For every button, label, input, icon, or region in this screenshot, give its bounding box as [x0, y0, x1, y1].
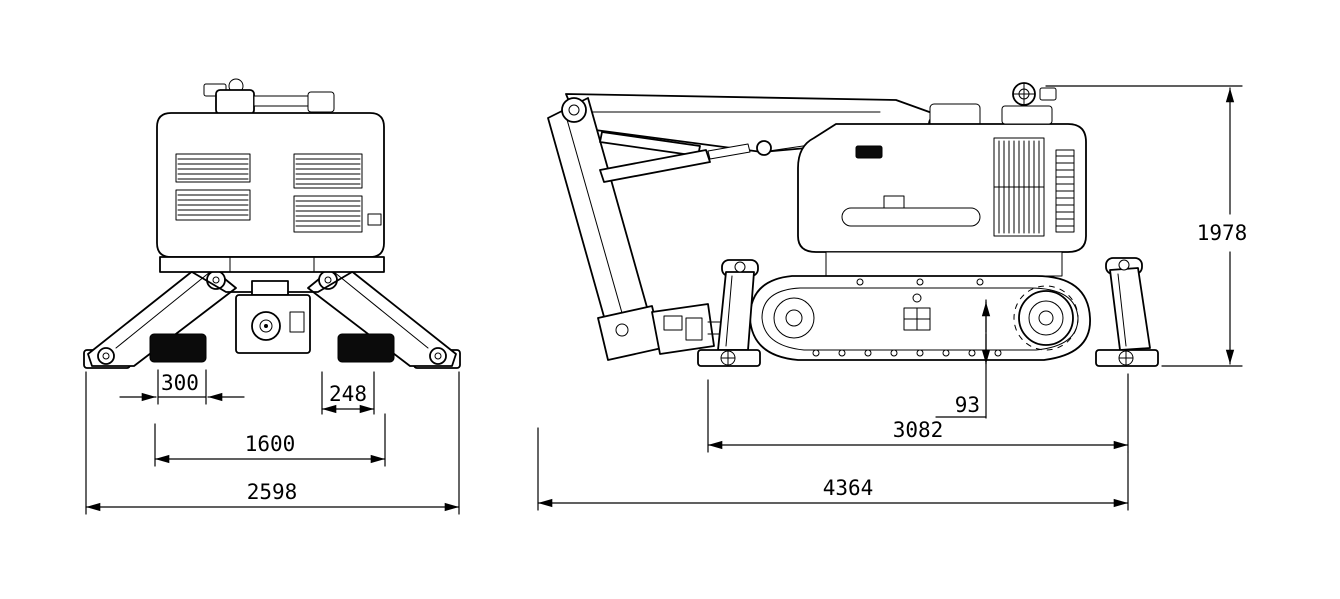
side-outrigger-front — [697, 259, 761, 367]
side-vent-grille — [993, 137, 1045, 237]
drive-sprocket — [1018, 290, 1074, 346]
front-view: 300 248 1600 2598 — [83, 78, 461, 515]
dim-300: 300 — [119, 369, 245, 405]
dim-248-label: 248 — [329, 382, 367, 406]
side-body-slot — [855, 145, 883, 159]
side-body — [797, 123, 1087, 253]
front-body — [156, 112, 385, 273]
front-base-plate — [159, 256, 385, 273]
side-cylinder-lower — [599, 149, 711, 183]
side-boom-assembly — [547, 93, 981, 361]
dim-3082: 3082 — [707, 373, 1129, 453]
dim-3082-label: 3082 — [893, 418, 944, 442]
dim-4364: 4364 — [537, 427, 1129, 511]
front-rubber-pad-left — [149, 333, 207, 363]
dim-1978: 1978 — [1045, 85, 1248, 367]
side-tracks — [749, 275, 1091, 361]
dim-248: 248 — [321, 371, 375, 415]
dim-2598: 2598 — [85, 371, 460, 515]
side-view: 1978 93 3082 4364 — [537, 82, 1248, 511]
front-exhaust — [203, 78, 335, 115]
dim-1600-label: 1600 — [245, 432, 296, 456]
front-vent-grilles — [175, 153, 363, 233]
front-gearbox — [191, 271, 353, 354]
dim-93: 93 — [935, 299, 991, 419]
dim-93-label: 93 — [955, 393, 980, 417]
front-outrigger-right — [307, 261, 461, 369]
side-tool-head — [597, 303, 723, 361]
side-handle-rail — [841, 207, 981, 227]
dim-1600: 1600 — [154, 413, 386, 467]
side-rear-vent — [1055, 149, 1075, 233]
dim-4364-label: 4364 — [823, 476, 874, 500]
side-outrigger-rear — [1095, 257, 1159, 367]
dim-2598-label: 2598 — [247, 480, 298, 504]
front-rubber-pad-right — [337, 333, 395, 363]
side-track-frame — [825, 251, 1063, 277]
side-exhaust — [1001, 82, 1057, 125]
track-bolts — [812, 278, 1002, 357]
dim-1978-label: 1978 — [1197, 221, 1248, 245]
idler-wheel — [773, 297, 815, 339]
sprocket-teeth — [1013, 285, 1079, 351]
dim-300-label: 300 — [161, 371, 199, 395]
